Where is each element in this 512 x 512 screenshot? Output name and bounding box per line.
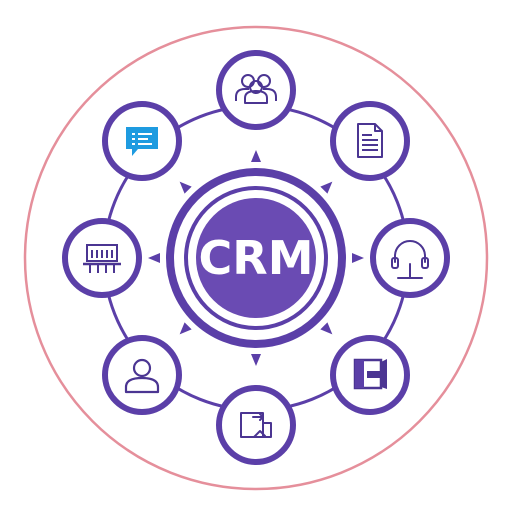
connector-arrows — [148, 150, 364, 366]
connector-arrowhead — [251, 150, 261, 162]
presentation-board-icon — [83, 244, 121, 273]
node-integrations[interactable] — [330, 335, 410, 415]
connector-arrowhead — [320, 181, 333, 194]
connector-arrowhead — [320, 322, 333, 335]
crm-hub[interactable]: CRM — [166, 168, 346, 348]
node-contacts[interactable] — [102, 335, 182, 415]
outer-ring — [23, 25, 489, 491]
node-team[interactable] — [216, 50, 296, 130]
connector-arrowhead — [179, 181, 192, 194]
connector-arrowhead — [148, 253, 160, 263]
person-icon — [124, 358, 160, 394]
headset-icon — [391, 240, 429, 279]
hub-core — [196, 198, 316, 318]
document-icon — [357, 123, 383, 158]
node-documents[interactable] — [330, 101, 410, 181]
node-support[interactable] — [370, 218, 450, 298]
app-panels-icon — [353, 358, 387, 390]
chat-message-icon — [126, 127, 158, 156]
connector-arrowhead — [352, 253, 364, 263]
hub-label: CRM — [199, 231, 314, 285]
people-group-icon — [235, 74, 277, 104]
connector-arrowhead — [179, 322, 192, 335]
node-workflow[interactable] — [216, 385, 296, 465]
node-presentation[interactable] — [62, 218, 142, 298]
connector-arrowhead — [251, 354, 261, 366]
node-messages[interactable] — [102, 101, 182, 181]
image-transfer-icon — [240, 412, 272, 438]
